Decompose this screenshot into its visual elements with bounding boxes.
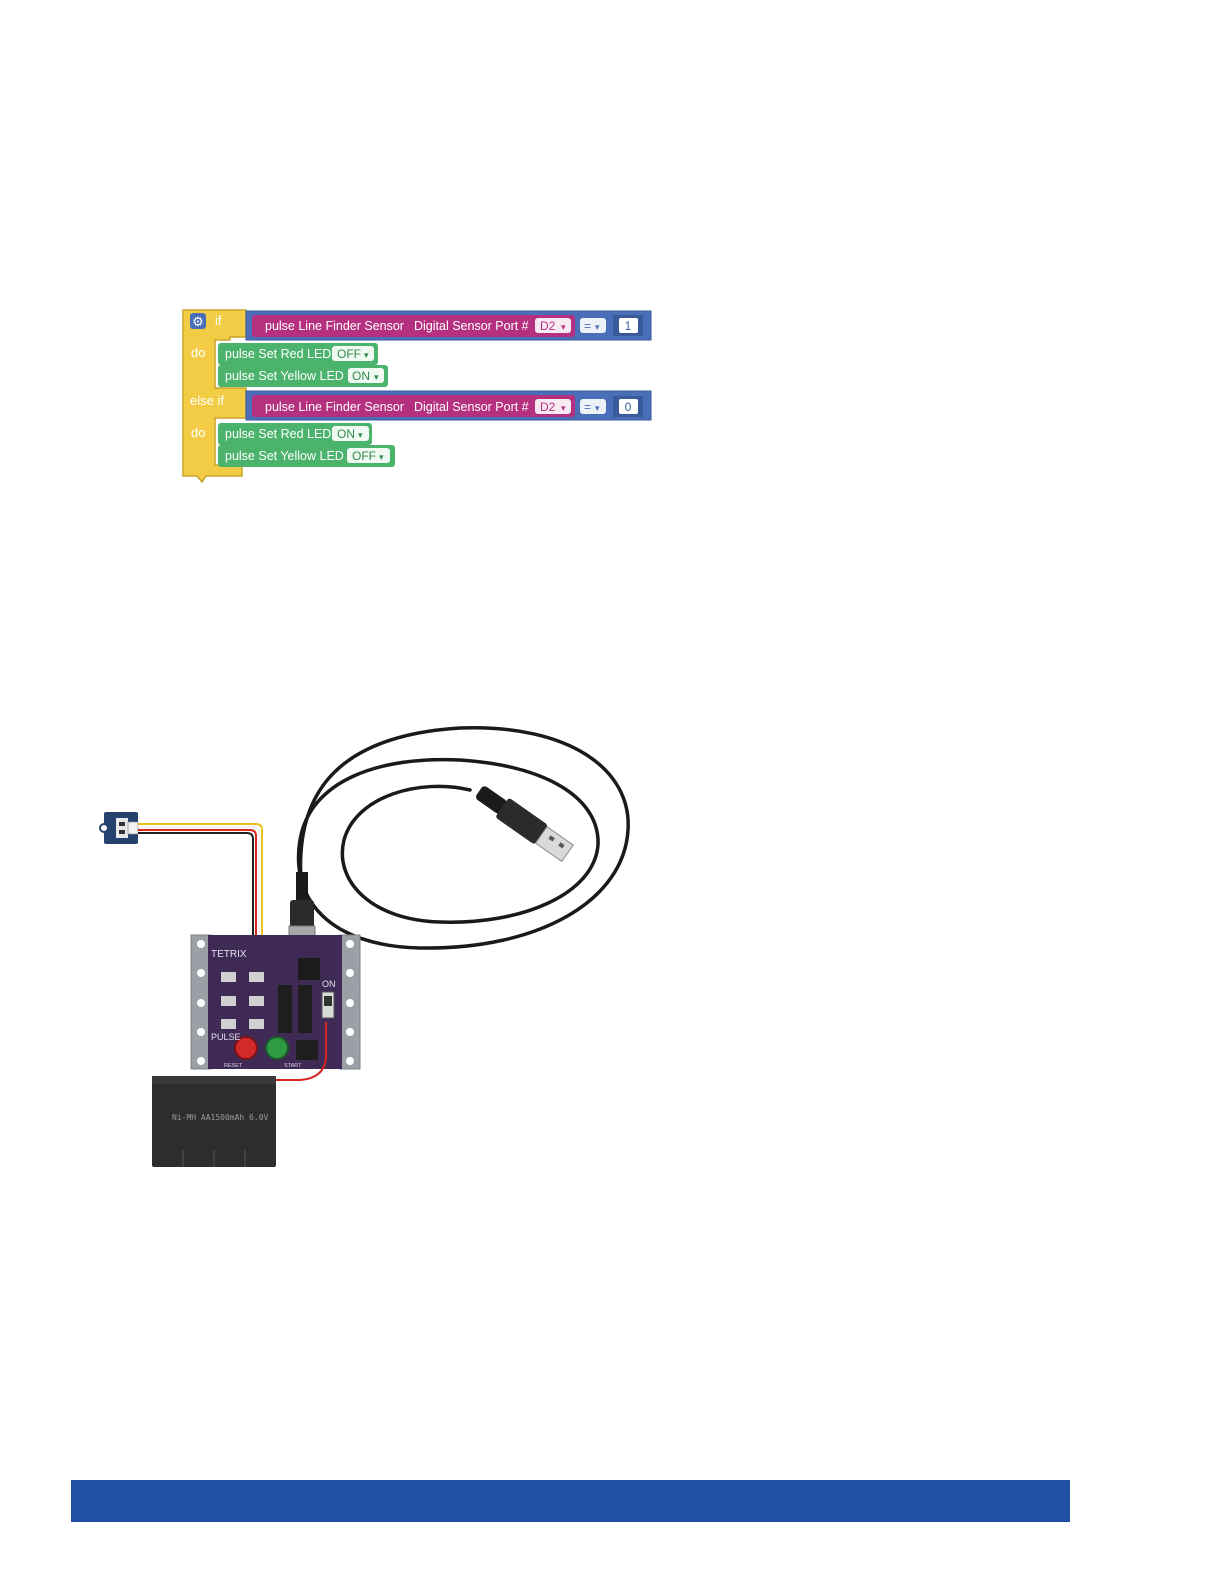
- footer-bar: [71, 1480, 1070, 1522]
- usb-cable: [299, 728, 629, 948]
- board-name: PULSE: [211, 1032, 241, 1042]
- board-brand: TETRIX: [211, 949, 247, 960]
- start-button[interactable]: [266, 1037, 288, 1059]
- battery-label: Ni-MH AA1500mAh 6.0V: [172, 1113, 269, 1122]
- usb-a-plug: [472, 781, 574, 863]
- reset-label: RESET: [224, 1063, 243, 1069]
- start-label: START: [284, 1063, 302, 1069]
- switch-label: ON: [322, 979, 336, 989]
- line-finder-sensor: [100, 812, 138, 844]
